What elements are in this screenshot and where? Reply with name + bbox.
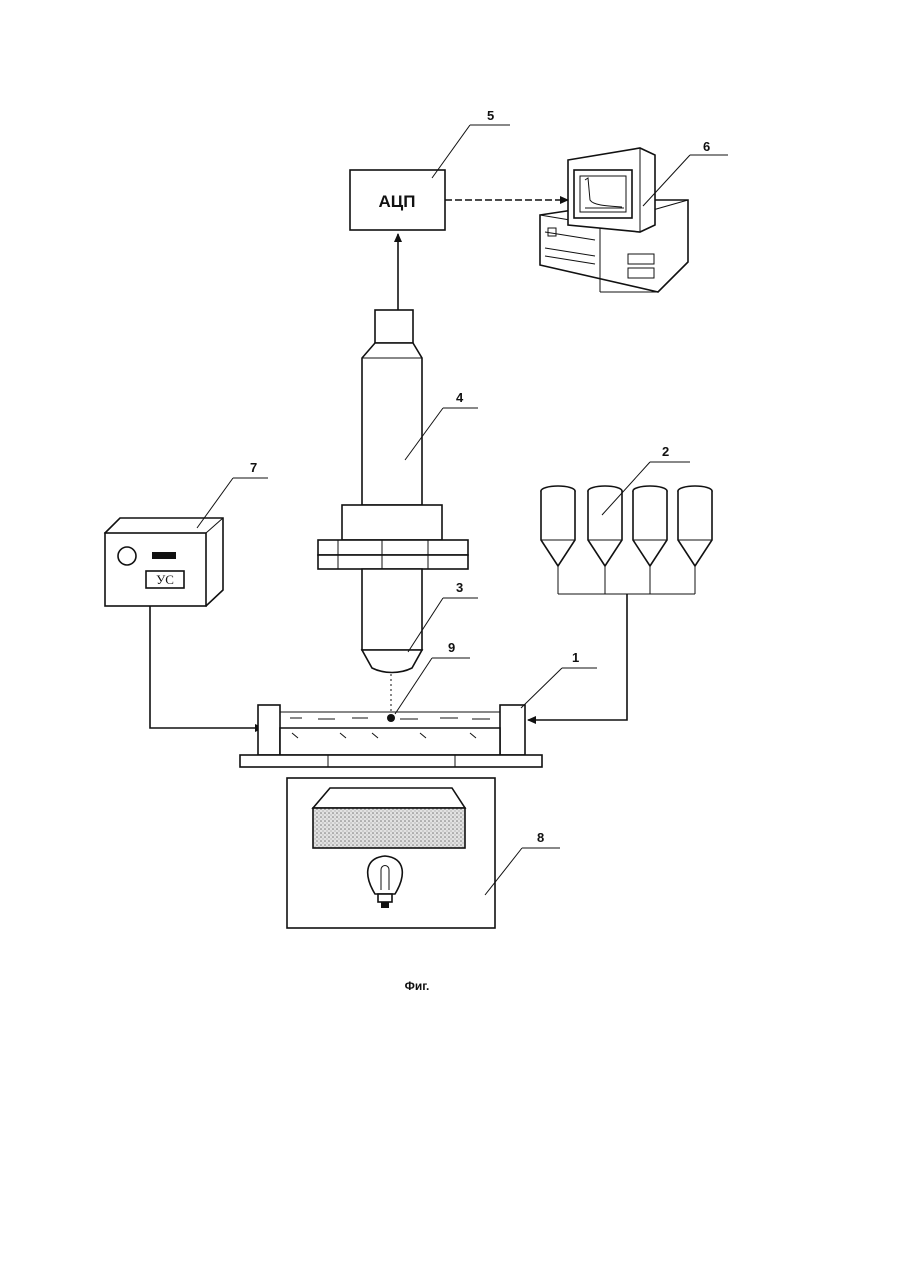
label-7: 7	[250, 460, 257, 475]
computer	[540, 148, 688, 292]
label-6: 6	[703, 139, 710, 154]
adc-label: АЦП	[379, 192, 416, 211]
illuminator	[287, 778, 495, 928]
power-supply: УС	[105, 518, 223, 606]
label-8: 8	[537, 830, 544, 845]
supply-display: УС	[156, 572, 174, 587]
sample-particle	[387, 714, 395, 722]
label-4: 4	[456, 390, 464, 405]
label-5: 5	[487, 108, 494, 123]
label-3: 3	[456, 580, 463, 595]
label-2: 2	[662, 444, 669, 459]
adc-box: АЦП	[350, 170, 445, 230]
reservoir-bottles	[541, 486, 712, 594]
flow-cell	[240, 705, 542, 767]
figure-caption: Фиг.	[405, 979, 430, 993]
microscope	[318, 310, 468, 673]
label-9: 9	[448, 640, 455, 655]
label-1: 1	[572, 650, 579, 665]
dial-icon	[118, 547, 136, 565]
supply-to-cell-wire	[150, 606, 263, 728]
